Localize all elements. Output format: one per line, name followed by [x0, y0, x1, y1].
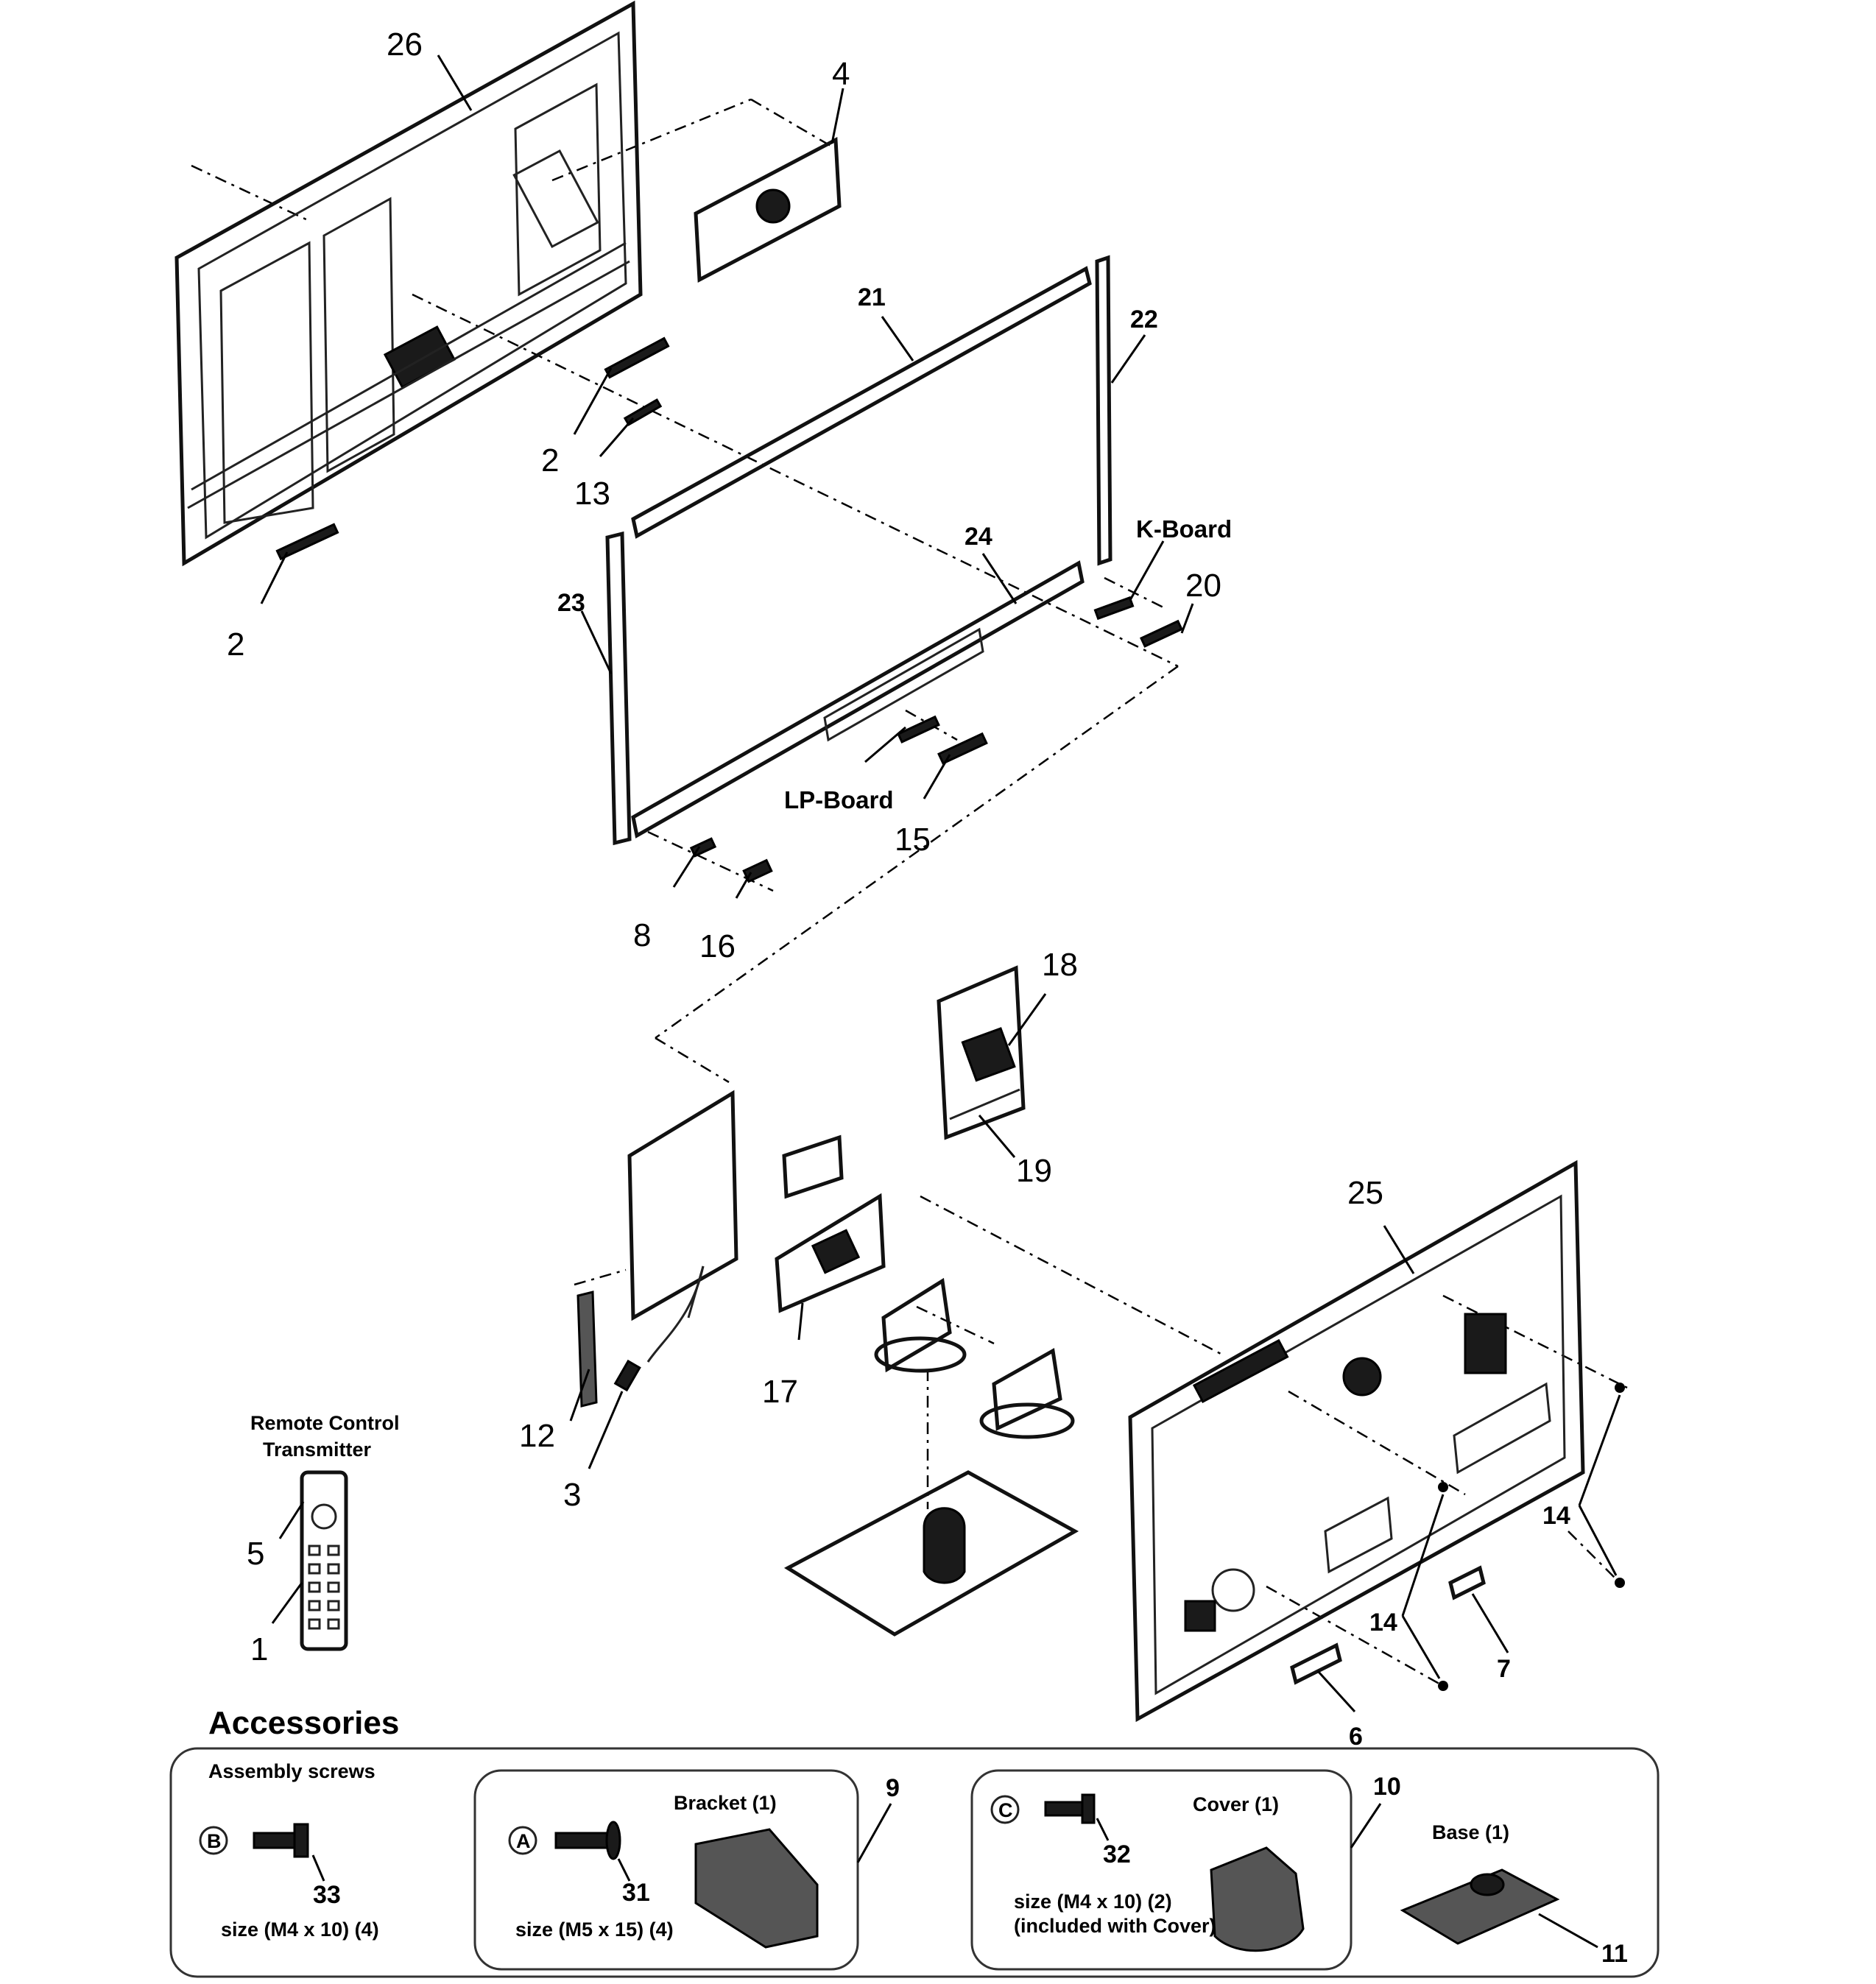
label-25: 25	[1347, 1175, 1383, 1211]
remote-control-transmitter	[300, 1470, 348, 1651]
label-18: 18	[1042, 947, 1078, 983]
cover-title: Cover (1)	[1193, 1793, 1279, 1815]
label-8: 8	[633, 917, 651, 953]
label-2-lower: 2	[227, 626, 244, 663]
label-2-upper: 2	[541, 442, 559, 479]
screw-c-mark: C	[998, 1799, 1013, 1821]
label-7: 7	[1497, 1655, 1511, 1683]
label-23: 23	[557, 589, 585, 617]
bracket-2-upper	[604, 336, 670, 426]
board-18-19	[937, 965, 1026, 1140]
label-21: 21	[858, 283, 886, 311]
board-4	[694, 136, 842, 283]
part-6	[1290, 1642, 1342, 1685]
bracket-title: Bracket (1)	[674, 1792, 777, 1814]
label-4: 4	[832, 56, 850, 92]
leader-lines	[260, 54, 1621, 1713]
label-24: 24	[965, 523, 992, 551]
screw-c-number: 32	[1103, 1840, 1131, 1868]
bracket-box	[473, 1769, 859, 1971]
k-board-parts	[1093, 596, 1183, 648]
assembly-dashed-lines	[191, 98, 1628, 1687]
label-5: 5	[247, 1536, 264, 1572]
label-16: 16	[699, 928, 736, 964]
cover-number: 10	[1373, 1773, 1401, 1801]
label-15: 15	[895, 822, 931, 858]
label-6: 6	[1349, 1723, 1363, 1751]
accessories-section: Accessories Assembly screws B 33 size (M…	[169, 1705, 1660, 1978]
stand-cover	[979, 1348, 1075, 1439]
label-12: 12	[519, 1418, 555, 1454]
main-board	[576, 1090, 738, 1408]
screws-14	[1438, 1383, 1625, 1691]
screw-a-icon	[554, 1821, 621, 1860]
base-number: 11	[1601, 1940, 1628, 1968]
label-20: 20	[1185, 568, 1221, 604]
label-lp-board: LP-Board	[784, 786, 894, 813]
screw-a-group: A 31 size (M5 x 15) (4)	[508, 1821, 674, 1941]
rail-24	[631, 560, 1085, 839]
part-7	[1448, 1565, 1486, 1600]
cover-box	[970, 1769, 1353, 1971]
assembly-screws-title: Assembly screws	[208, 1760, 375, 1782]
screw-c-note: (included with Cover)	[1014, 1915, 1216, 1937]
label-22: 22	[1130, 306, 1158, 333]
screw-b-icon	[253, 1823, 309, 1858]
screw-c-icon	[1044, 1793, 1096, 1824]
bracket-number: 9	[886, 1774, 900, 1802]
screw-b-number: 33	[313, 1881, 341, 1909]
accessories-title: Accessories	[208, 1705, 399, 1741]
stand-bracket	[874, 1277, 967, 1373]
stand-base-plate	[783, 1470, 1079, 1637]
label-19: 19	[1016, 1153, 1052, 1189]
screw-b-size: size (M4 x 10) (4)	[221, 1918, 379, 1941]
screw-c-size: size (M4 x 10) (2)	[1014, 1891, 1172, 1913]
panel-chassis-26	[174, 0, 643, 567]
lp-board-parts	[897, 715, 988, 765]
screw-b-mark: B	[207, 1830, 222, 1852]
rail-23	[605, 531, 632, 846]
rail-21	[631, 266, 1092, 539]
label-17: 17	[762, 1374, 798, 1410]
screw-a-size: size (M5 x 15) (4)	[515, 1918, 674, 1941]
screw-a-mark: A	[516, 1830, 531, 1852]
cover-icon	[1210, 1846, 1305, 1952]
label-remote-line2: Transmitter	[263, 1438, 372, 1461]
label-14-right: 14	[1542, 1502, 1570, 1530]
screw-a-number: 31	[622, 1879, 650, 1907]
base-title: Base (1)	[1432, 1821, 1509, 1843]
bracket-icon	[694, 1828, 819, 1949]
accessories-outer-box	[169, 1747, 1660, 1978]
label-3: 3	[563, 1477, 581, 1513]
stand-neck-17	[775, 1134, 886, 1313]
label-13: 13	[574, 476, 610, 512]
base-icon	[1400, 1868, 1560, 1945]
label-1: 1	[250, 1631, 268, 1667]
bracket-2-lower	[275, 523, 339, 561]
label-k-board: K-Board	[1136, 515, 1232, 543]
label-remote-line1: Remote Control	[250, 1412, 400, 1434]
screw-b-group: B 33 size (M4 x 10) (4)	[199, 1823, 379, 1941]
rear-cover-25	[1128, 1159, 1585, 1723]
label-14-left: 14	[1369, 1609, 1397, 1637]
small-parts-8-16	[689, 837, 773, 883]
rail-22	[1095, 255, 1112, 566]
screw-c-group: C 32 size (M4 x 10) (2) (included with C…	[990, 1793, 1216, 1937]
callout-labels: 26 4 21 22 2 13 2 24 23 K-Board 20 LP-Bo…	[227, 27, 1570, 1751]
label-26: 26	[387, 27, 423, 63]
